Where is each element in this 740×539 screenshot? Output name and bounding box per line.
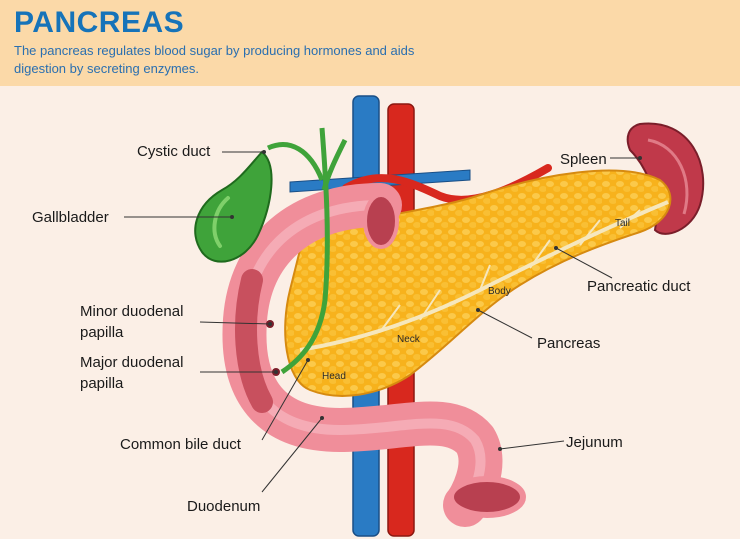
label-common-bile-duct: Common bile duct [120,436,242,453]
label-cystic-duct: Cystic duct [137,143,211,160]
label-major-papilla-line1: Major duodenal [80,354,183,371]
label-jejunum: Jejunum [566,434,623,451]
label-spleen: Spleen [560,151,607,168]
label-pancreas: Pancreas [537,335,600,352]
duodenal-wall [235,269,273,413]
header-banner: PANCREAS The pancreas regulates blood su… [0,0,740,86]
region-body-label: Body [488,286,511,297]
page-title: PANCREAS [14,6,185,39]
region-tail-label: Tail [615,218,630,229]
label-major-papilla-line2: papilla [80,375,124,392]
jejunum-opening [448,476,526,518]
label-minor-papilla-line1: Minor duodenal [80,303,183,320]
label-pancreatic-duct: Pancreatic duct [587,278,691,295]
label-gallbladder: Gallbladder [32,209,109,226]
duodenum-opening [363,193,399,249]
label-duodenum: Duodenum [187,498,260,515]
label-minor-papilla-line2: papilla [80,324,124,341]
region-head-label: Head [322,371,346,382]
cystic-duct [266,142,325,181]
common-bile-duct [280,127,330,375]
leader-lines [124,150,642,493]
spleen [626,122,705,235]
page-subtitle: The pancreas regulates blood sugar by pr… [14,43,415,76]
region-neck-label: Neck [397,334,421,345]
